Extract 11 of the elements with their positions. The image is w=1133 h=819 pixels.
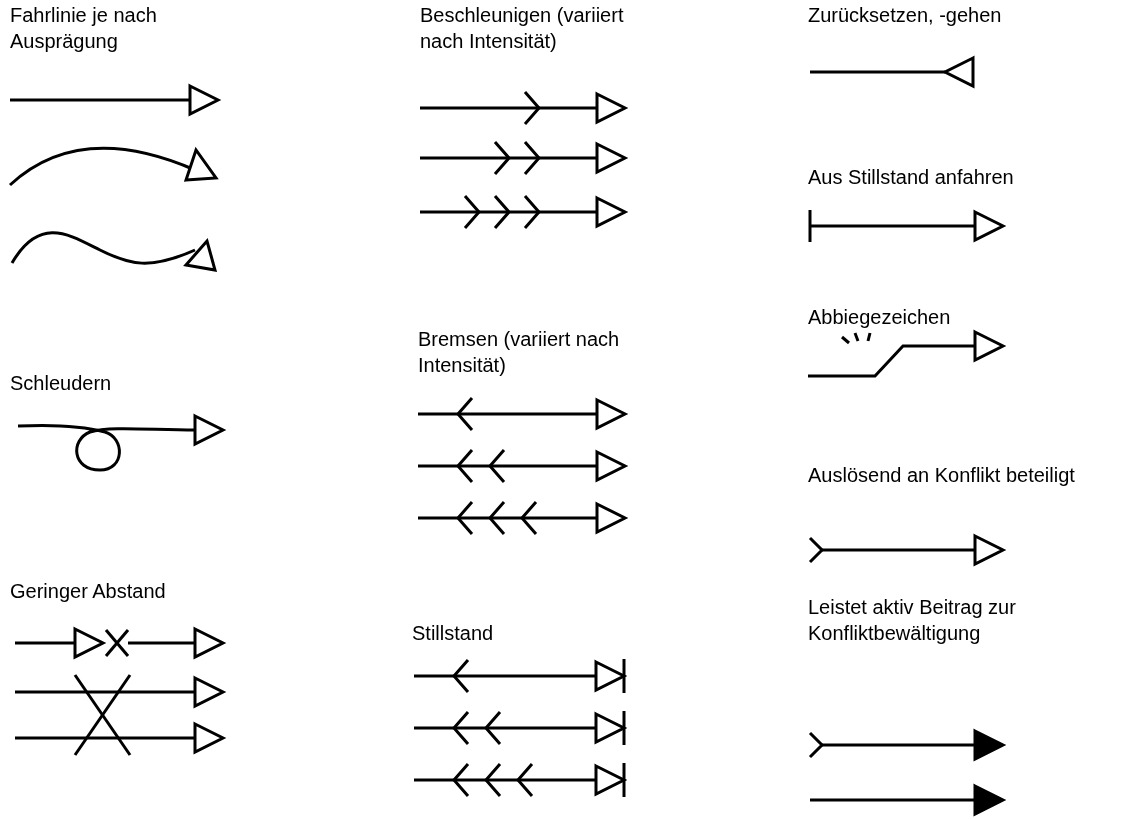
legend-text: Fahrlinie je nach Ausprägung [10,3,158,54]
legend-text: Abbiegezeichen [808,305,952,330]
legend-text: Leistet aktiv Beitrag zur Konfliktbewältigung [808,595,1017,646]
legend-text: Auslösend an Konflikt beteiligt [808,463,1076,488]
legend-text: Stillstand [412,621,495,646]
legend-text: Beschleunigen (variiert nach Intensität) [420,3,625,54]
legend-text: Bremsen (variiert nach Intensität) [418,327,621,378]
legend-text: Zurücksetzen, -gehen [808,3,1003,28]
legend-text: Geringer Abstand [10,579,167,604]
legend-text: Schleudern [10,371,113,396]
legend-text: Aus Stillstand anfahren [808,165,1015,190]
